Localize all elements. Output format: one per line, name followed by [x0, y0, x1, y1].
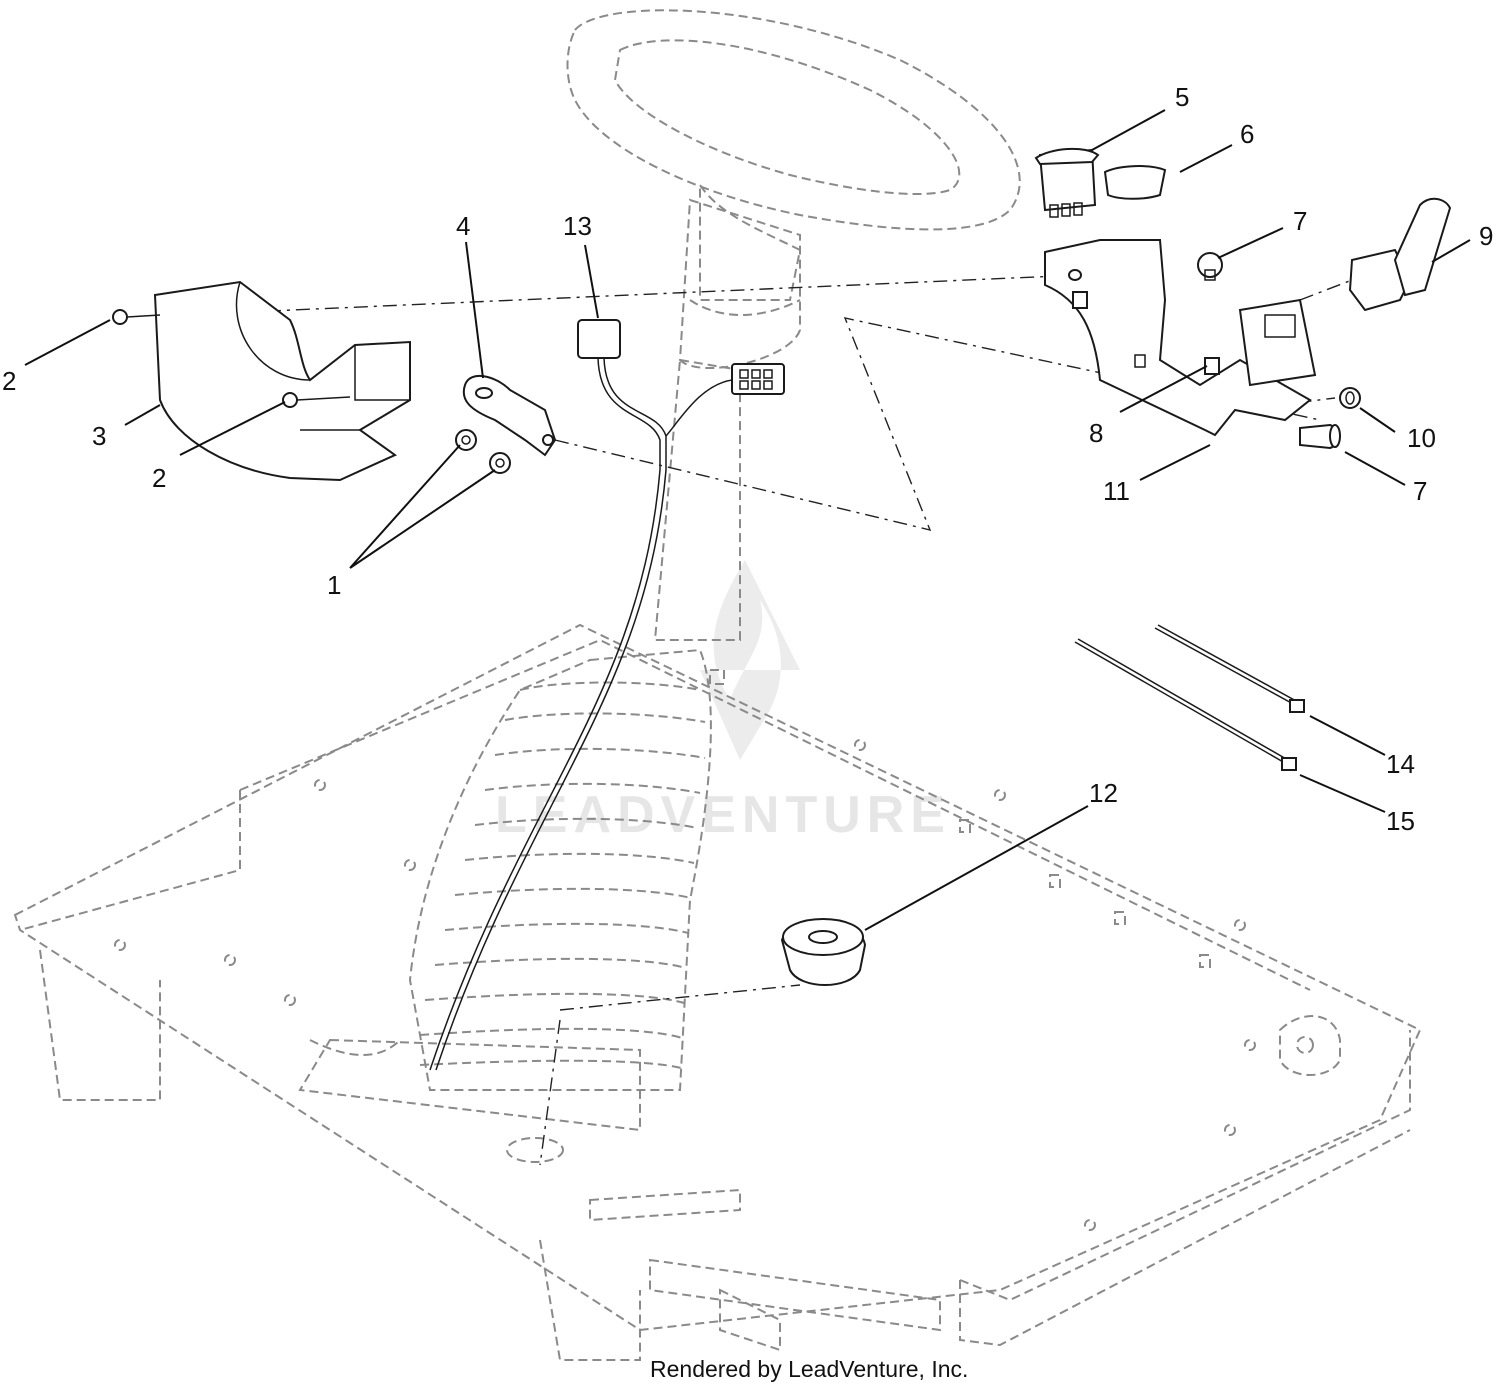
callout-7-lower: 7: [1413, 476, 1427, 506]
callout-2-lower: 2: [152, 463, 166, 493]
callout-11: 11: [1103, 476, 1130, 506]
part-9-key-switch: [1348, 197, 1452, 312]
part-2-screw: [112, 309, 351, 408]
watermark-text: LEADVENTURE: [495, 786, 951, 844]
frame: [13, 623, 1422, 1361]
part-11-mount-bracket: [1044, 239, 1317, 437]
part-8-clip-nut: [1072, 291, 1220, 375]
part-3-cover-shroud: [153, 280, 411, 482]
part-14-cable-tie: [1154, 624, 1305, 713]
callout-2-upper: 2: [2, 366, 16, 396]
callout-9: 9: [1479, 221, 1493, 251]
callout-7-upper: 7: [1293, 206, 1307, 236]
steering-wheel: [566, 9, 1021, 301]
callout-14: 14: [1386, 749, 1415, 779]
part-15-cable-tie: [1074, 638, 1297, 771]
part-7-fastener: [1197, 252, 1341, 450]
part-12-grommet: [780, 918, 867, 986]
callout-15: 15: [1386, 806, 1415, 836]
callout-12: 12: [1089, 778, 1118, 808]
callout-8: 8: [1089, 418, 1103, 448]
callout-5: 5: [1175, 82, 1189, 112]
callout-10: 10: [1407, 423, 1436, 453]
watermark: LEADVENTURE: [495, 560, 951, 844]
callout-3: 3: [92, 421, 106, 451]
part-1-nut: [455, 429, 511, 474]
render-credit: Rendered by LeadVenture, Inc.: [650, 1356, 968, 1382]
callout-4: 4: [456, 211, 470, 241]
part-4-bracket: [462, 375, 557, 457]
callout-1: 1: [327, 570, 341, 600]
callout-6: 6: [1240, 119, 1254, 149]
callout-13: 13: [563, 211, 592, 241]
steering-boot: [298, 648, 712, 1163]
part-6-cap: [1103, 165, 1167, 200]
callouts: 1 2 2 3 4 5 6 7 7 8 9 10 11 12 13 14 15: [2, 82, 1493, 836]
part-5-switch: [1034, 147, 1100, 218]
leader-lines: [24, 109, 1471, 931]
part-13-wire-harness: [429, 319, 785, 1071]
part-10-ring: [1339, 387, 1361, 409]
steering-column: [653, 198, 801, 641]
